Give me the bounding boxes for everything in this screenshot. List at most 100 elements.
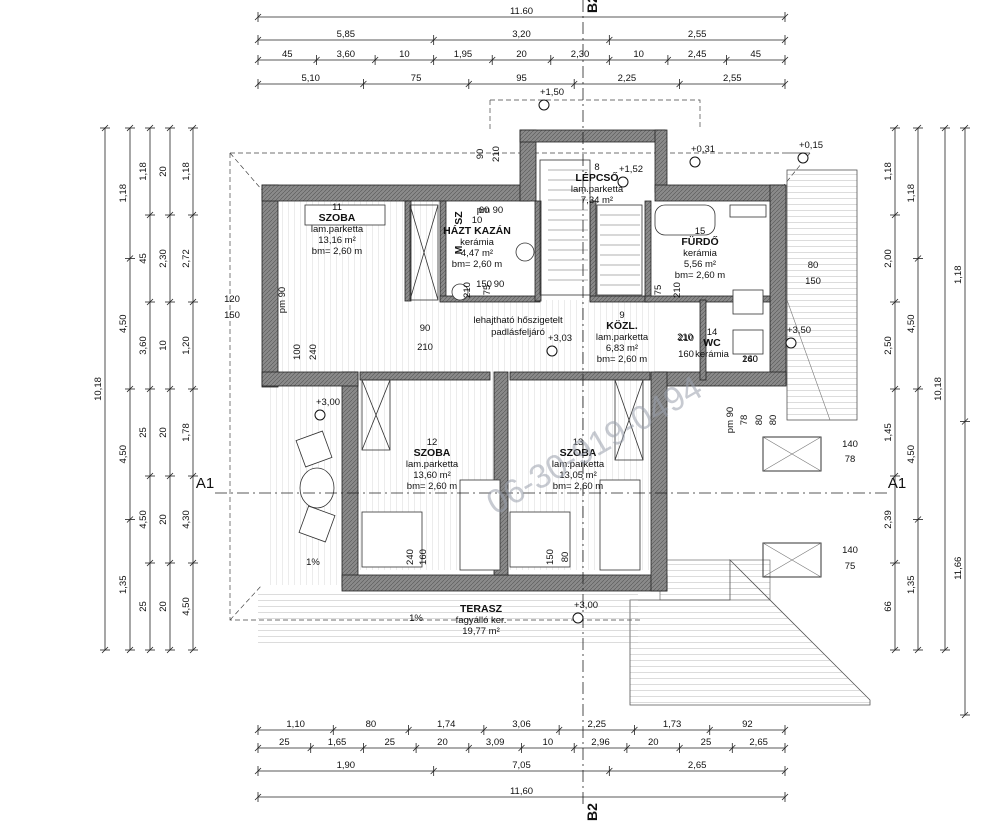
dimension-label: 90 (494, 279, 505, 290)
dimension-label: 75 (653, 285, 664, 296)
slope-label: 1% (306, 557, 320, 568)
dimension-label: 2,30 (571, 49, 590, 60)
dimension-label: 2,39 (883, 510, 894, 529)
dimension-label: 90 (420, 323, 431, 334)
dimension-label: 210 (677, 332, 693, 343)
dimension-label: 210 (491, 146, 502, 162)
level-marker-icon (617, 176, 629, 188)
room-height: bm= 2,60 m (553, 481, 604, 492)
dimension-label: 78 (845, 454, 856, 465)
dimension-label: 3,60 (337, 49, 356, 60)
section-label-a1-left: A1 (196, 475, 214, 492)
dimension-label: 4,30 (181, 510, 192, 529)
dimension-label: 4,50 (138, 510, 149, 529)
dimension-label: 60 (479, 205, 490, 216)
dimension-label: 1,20 (181, 336, 192, 355)
dimension-label: 45 (750, 49, 761, 60)
section-label-a1-right: A1 (888, 475, 906, 492)
room-height: bm= 2,60 m (312, 246, 363, 257)
dimension-label: 3,06 (512, 719, 531, 730)
dimension-label: 10 (399, 49, 410, 60)
room-floor: lam.parketta (596, 332, 649, 343)
dimension-label: 10 (633, 49, 644, 60)
attic-hatch-note: lehajtható hőszigetelt (473, 315, 563, 326)
dimension-label: 1,74 (437, 719, 456, 730)
dimension-label: 2,45 (688, 49, 707, 60)
dimension-label: 20 (648, 737, 659, 748)
dimension-lines (100, 12, 970, 802)
level-marker-icon (689, 156, 701, 168)
dimension-label: 25 (279, 737, 290, 748)
room-area: 19,77 m² (462, 626, 500, 637)
dimension-label: pm 90 (725, 407, 736, 433)
room-name: KÖZL. (606, 319, 638, 332)
dimension-label: 20 (158, 601, 169, 612)
room-name: LÉPCSŐ (575, 171, 618, 184)
dimension-label: 75 (482, 285, 493, 296)
dimension-label: 150 (476, 279, 492, 290)
room-area: 13,16 m² (318, 235, 356, 246)
level-marker-icon (572, 612, 584, 624)
dimension-label: 25 (384, 737, 395, 748)
dimension-label: 140 (842, 545, 858, 556)
dimension-label: 75 (411, 73, 422, 84)
room-floor: lam.parketta (571, 184, 624, 195)
dimension-label: 25 (701, 737, 712, 748)
level-marker-icon (314, 409, 326, 421)
room-number: 10 (472, 215, 483, 226)
dimension-label: 1,18 (883, 162, 894, 181)
room-area: 13,60 m² (413, 470, 451, 481)
furniture (295, 159, 767, 571)
level-label: +0,15 (799, 140, 823, 151)
dimension-label: 150 (224, 310, 240, 321)
room-floor: fagyálló ker. (456, 615, 507, 626)
dimension-label: 1,18 (953, 266, 964, 285)
dimension-label: 2,55 (688, 29, 707, 40)
dimension-label: pm 90 (277, 287, 288, 313)
room-floor: kerámia (683, 248, 718, 259)
dimension-label: 11,60 (510, 786, 533, 797)
room-name: HÁZT KAZÁN (443, 224, 511, 237)
dimension-label: 20 (158, 514, 169, 525)
room-area: 5,56 m² (684, 259, 716, 270)
level-label: +3,00 (574, 600, 598, 611)
dimension-label: 20 (158, 166, 169, 177)
level-marker-icon (538, 99, 550, 111)
room-name: TERASZ (460, 603, 503, 615)
level-label: +1,50 (540, 87, 564, 98)
dimension-label: 4,50 (118, 445, 129, 464)
dimension-label: 2,25 (618, 73, 637, 84)
dimension-label: 25 (138, 427, 149, 438)
room-number: 11 (332, 202, 342, 213)
room-area: 7,34 m² (581, 195, 613, 206)
dimension-label: 5,10 (301, 73, 320, 84)
dimension-label: 1,35 (906, 576, 917, 595)
dimension-label: 2,30 (158, 249, 169, 268)
level-label: +0,31 (691, 144, 715, 155)
window-label: pm 90 (477, 205, 503, 216)
outdoor-deck (629, 169, 871, 706)
level-label: +3,00 (316, 397, 340, 408)
dimension-label: 240 (405, 549, 416, 565)
room-floor: kerámia (695, 349, 730, 360)
room-height: bm= 2,60 m (407, 481, 458, 492)
dimension-label: 80 (560, 552, 571, 563)
sz-label: SZ (453, 211, 465, 225)
room-name: SZOBA (414, 447, 451, 459)
dimension-label: 2,72 (181, 249, 192, 268)
dimension-label: 210 (678, 333, 694, 344)
dimension-label: 1,35 (118, 576, 129, 595)
dimension-label: 140 (842, 439, 858, 450)
dimension-label: 20 (437, 737, 448, 748)
dimension-label: 1,95 (454, 49, 473, 60)
dimension-label: 150 (545, 549, 556, 565)
dimension-label: 160 (418, 549, 429, 565)
dimension-label: 3,09 (486, 737, 505, 748)
dimension-label: 80 (754, 415, 765, 426)
room-floor: kerámia (460, 237, 495, 248)
dimension-label: 5,85 (337, 29, 356, 40)
m-label: M (453, 245, 465, 254)
dimension-label: 25 (138, 601, 149, 612)
dimension-label: 2,00 (883, 249, 894, 268)
dimension-label: 240 (308, 344, 319, 360)
